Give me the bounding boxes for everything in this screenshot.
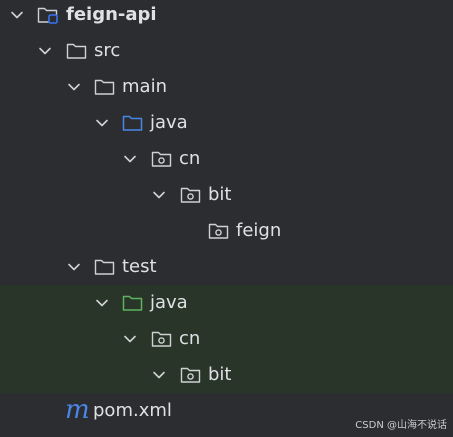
- tree-label-src: src: [94, 40, 121, 61]
- package-icon: [151, 331, 172, 347]
- chevron-down-icon[interactable]: [10, 8, 24, 22]
- tree-row-src[interactable]: src: [0, 33, 453, 69]
- chevron-down-icon[interactable]: [38, 44, 52, 58]
- tree-label-main-cn: cn: [179, 148, 201, 169]
- tree-row-test-java[interactable]: java: [0, 285, 453, 321]
- watermark: CSDN @山海不说话: [355, 420, 447, 431]
- tree-label-main-java: java: [150, 112, 188, 133]
- tree-row-main-cn[interactable]: cn: [0, 141, 453, 177]
- folder-icon: [94, 259, 115, 275]
- test-root-folder-icon: [122, 295, 143, 311]
- folder-icon: [94, 79, 115, 95]
- chevron-down-icon[interactable]: [67, 80, 81, 94]
- source-root-folder-icon: [122, 115, 143, 131]
- tree-label-feign-api: feign-api: [66, 4, 157, 25]
- tree-row-main-java[interactable]: java: [0, 105, 453, 141]
- tree-row-feign-api[interactable]: feign-api: [0, 0, 453, 33]
- tree-label-main: main: [122, 76, 167, 97]
- tree-label-pom-xml: pom.xml: [93, 400, 172, 421]
- chevron-down-icon[interactable]: [123, 332, 137, 346]
- chevron-down-icon[interactable]: [152, 368, 166, 382]
- tree-row-test-cn[interactable]: cn: [0, 321, 453, 357]
- tree-label-test-cn: cn: [179, 328, 201, 349]
- tree-label-test-bit: bit: [208, 364, 232, 385]
- chevron-down-icon[interactable]: [152, 188, 166, 202]
- chevron-down-icon[interactable]: [95, 116, 109, 130]
- package-icon: [208, 223, 229, 239]
- tree-label-test: test: [122, 256, 157, 277]
- tree-row-test[interactable]: test: [0, 249, 453, 285]
- tree-row-pom-xml[interactable]: m pom.xml: [0, 393, 453, 429]
- chevron-down-icon[interactable]: [123, 152, 137, 166]
- tree-label-test-java: java: [150, 292, 188, 313]
- folder-icon: [66, 43, 87, 59]
- module-folder-icon: [37, 7, 58, 24]
- tree-label-main-feign: feign: [236, 220, 282, 241]
- tree-row-main-bit[interactable]: bit: [0, 177, 453, 213]
- tree-row-test-bit[interactable]: bit: [0, 357, 453, 393]
- chevron-down-icon[interactable]: [67, 260, 81, 274]
- chevron-down-icon[interactable]: [95, 296, 109, 310]
- tree-label-main-bit: bit: [208, 184, 232, 205]
- package-icon: [180, 367, 201, 383]
- package-icon: [151, 151, 172, 167]
- tree-row-main-feign[interactable]: feign: [0, 213, 453, 249]
- tree-row-main[interactable]: main: [0, 69, 453, 105]
- maven-icon: m: [65, 395, 90, 425]
- package-icon: [180, 187, 201, 203]
